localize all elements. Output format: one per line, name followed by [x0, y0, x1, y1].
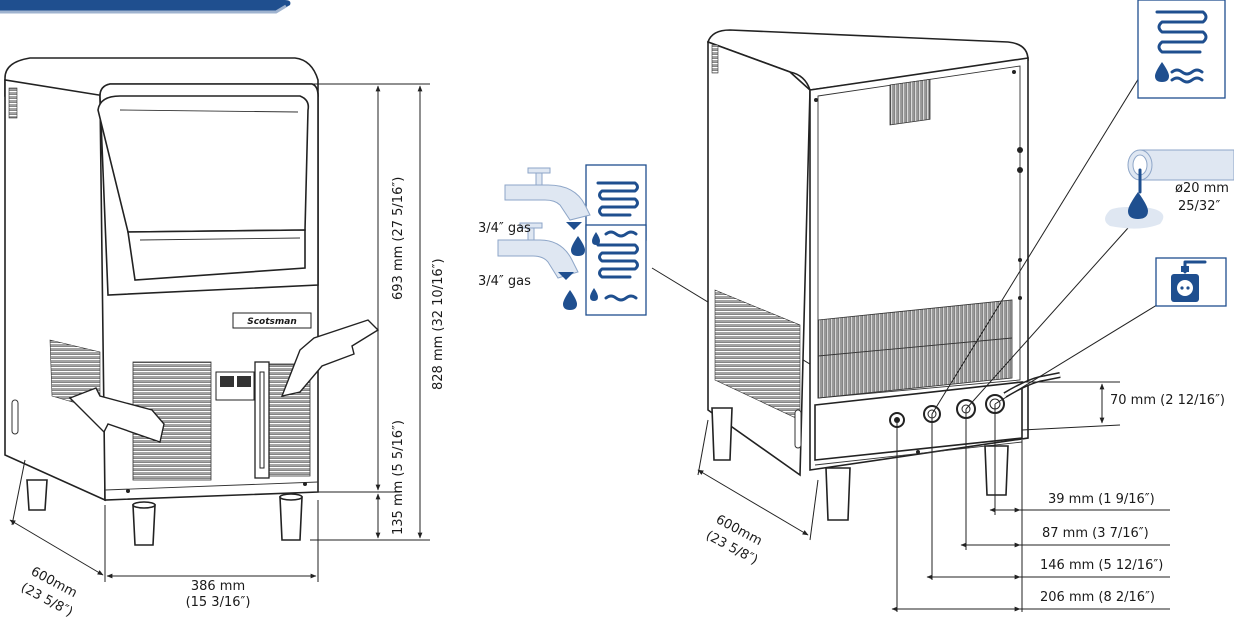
rear-ice-machine: [706, 29, 1061, 521]
water-inlet-2-label: 3/4″ gas: [478, 274, 531, 289]
rear-legs: [711, 407, 1009, 521]
dim-146: 146 mm (5 12/16″): [1040, 558, 1163, 573]
condenser-coil-icon: [596, 181, 639, 217]
dim-lower-height: 135 mm (5 5/16″): [391, 420, 406, 535]
dim-width-in: (15 3/16″): [186, 595, 251, 610]
water-inlet-1-label: 3/4″ gas: [478, 221, 531, 236]
water-inlet-icons: 3/4″ gas 3/4″ gas: [478, 164, 647, 316]
dim-39: 39 mm (1 9/16″): [1048, 492, 1155, 507]
airflow-arrows: [68, 319, 380, 443]
dim-width: 386 mm: [191, 579, 245, 594]
dim-total-height: 828 mm (32 10/16″): [431, 258, 446, 390]
drain-pipe-icon: ø20 mm 25/32″: [1105, 149, 1234, 229]
rear-dimensions: 70 mm (2 12/16″) 39 mm (1 9/16″) 87 mm (…: [697, 381, 1225, 612]
water-tap-icon: [504, 184, 591, 221]
drain-diameter-in: 25/32″: [1178, 199, 1220, 214]
power-plug-icon: [1155, 257, 1227, 307]
dim-rear-base-height: 70 mm (2 12/16″): [1110, 393, 1225, 408]
front-legs: [26, 479, 303, 546]
rear-leaders: [931, 59, 1171, 415]
dim-upper-height: 693 mm (27 5/16″): [391, 177, 406, 300]
brand-logo: Scotsman: [247, 317, 297, 327]
drain-diameter: ø20 mm: [1175, 181, 1229, 196]
dim-206: 206 mm (8 2/16″): [1040, 590, 1155, 605]
front-ice-machine: Scotsman: [4, 57, 380, 546]
condenser-coil-icon-box: [1137, 0, 1226, 99]
header-tab: [0, 0, 291, 14]
dim-87: 87 mm (3 7/16″): [1042, 526, 1149, 541]
